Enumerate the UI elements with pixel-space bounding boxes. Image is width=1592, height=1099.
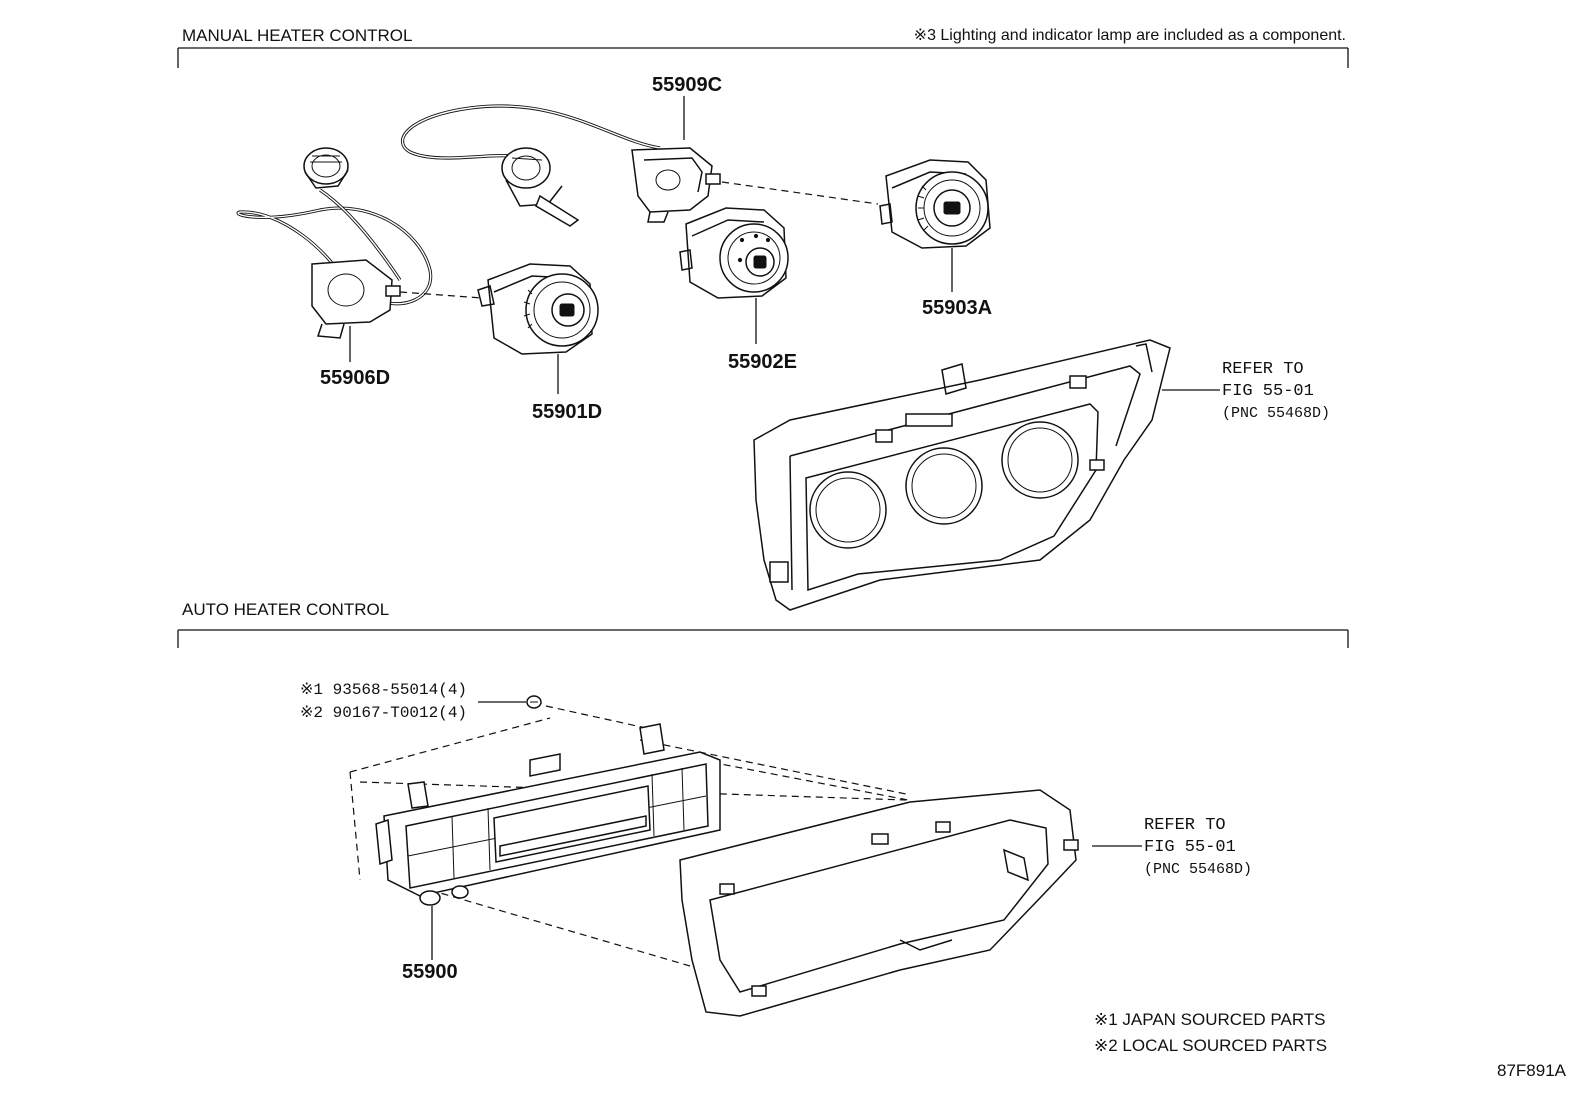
label-55903A: 55903A bbox=[922, 297, 992, 319]
auto-ref-line1: REFER TO bbox=[1144, 816, 1226, 835]
manual-section-title: MANUAL HEATER CONTROL bbox=[182, 26, 412, 45]
part-55902E-knob-module bbox=[679, 207, 789, 299]
manual-ref-line3: (PNC 55468D) bbox=[1222, 405, 1330, 422]
legend-japan-sourced: ※1 JAPAN SOURCED PARTS bbox=[1094, 1010, 1326, 1029]
fastener-line2: ※2 90167-T0012(4) bbox=[300, 704, 467, 722]
figure-id: 87F891A bbox=[1497, 1061, 1567, 1080]
legend-local-sourced: ※2 LOCAL SOURCED PARTS bbox=[1094, 1036, 1327, 1055]
manual-ref-line2: FIG 55-01 bbox=[1222, 382, 1314, 401]
manual-section-note: ※3 Lighting and indicator lamp are inclu… bbox=[914, 27, 1346, 44]
part-55903A-knob-module bbox=[879, 159, 991, 249]
label-55900: 55900 bbox=[402, 961, 458, 983]
auto-ref-line2: FIG 55-01 bbox=[1144, 838, 1236, 857]
auto-ref-line3: (PNC 55468D) bbox=[1144, 861, 1252, 878]
leader-lines-manual bbox=[349, 96, 1220, 394]
auto-section-title: AUTO HEATER CONTROL bbox=[182, 600, 389, 619]
control-cables bbox=[236, 104, 661, 306]
leader-lines-auto bbox=[431, 845, 1142, 960]
auto-heater-bezel bbox=[679, 789, 1079, 1017]
dash-55906D-to-55901D bbox=[399, 291, 483, 299]
part-55909C-bracket bbox=[631, 147, 721, 223]
manual-section-bracket bbox=[177, 47, 1349, 68]
label-55901D: 55901D bbox=[532, 401, 602, 423]
auto-section-bracket bbox=[177, 629, 1349, 648]
screw-fastener bbox=[526, 695, 542, 709]
part-55901D-knob-module bbox=[477, 263, 599, 355]
fastener-line1: ※1 93568-55014(4) bbox=[300, 681, 467, 699]
part-55906D-bracket bbox=[311, 259, 401, 339]
manual-heater-panel bbox=[753, 339, 1171, 611]
label-55909C: 55909C bbox=[652, 74, 722, 96]
cable-clamp-upper bbox=[303, 147, 349, 189]
cable-clamp-middle bbox=[501, 147, 580, 227]
label-55906D: 55906D bbox=[320, 367, 390, 389]
dash-55909C-to-55903A bbox=[721, 181, 879, 205]
label-55902E: 55902E bbox=[728, 351, 797, 373]
part-55900-control-unit bbox=[375, 723, 721, 906]
manual-ref-line1: REFER TO bbox=[1222, 360, 1304, 379]
